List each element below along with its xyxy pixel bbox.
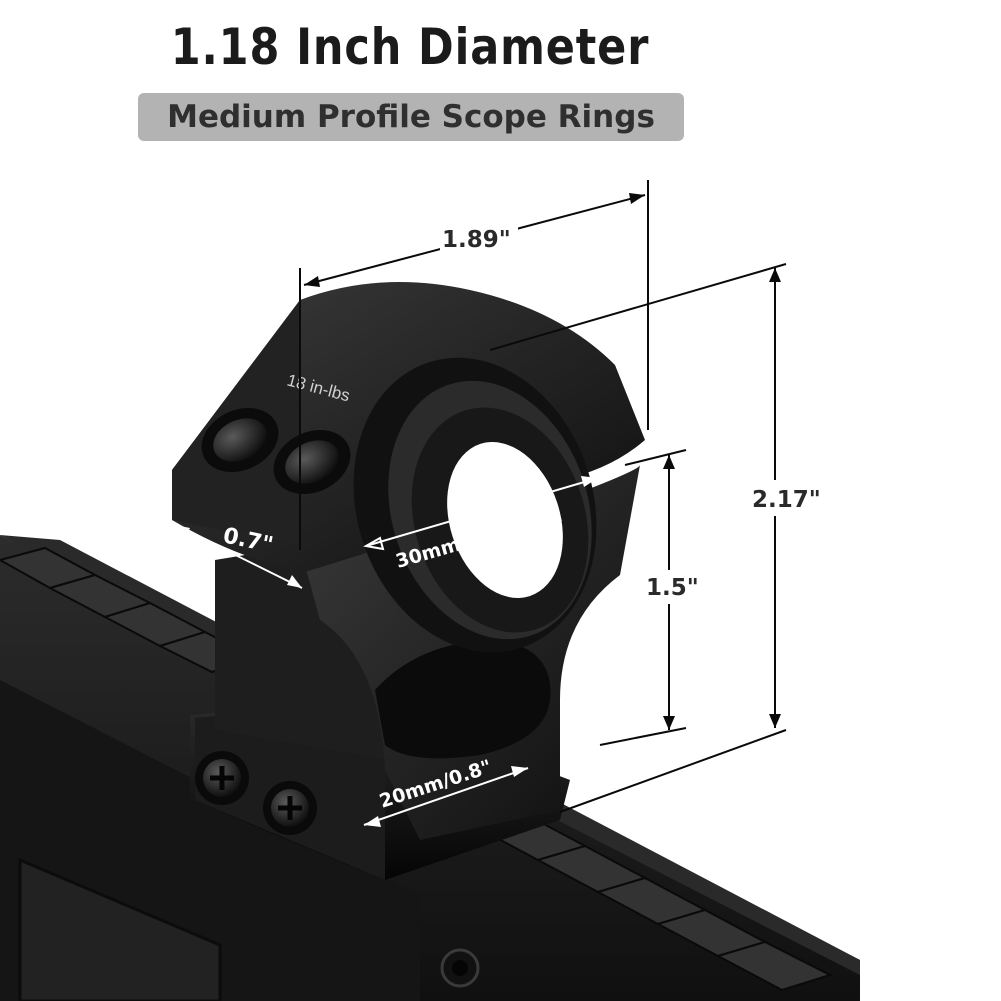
scope-ring [172, 282, 645, 880]
arrow-heads-light [175, 476, 598, 827]
dimension-lines-light [174, 477, 599, 826]
base-screw [195, 751, 249, 805]
subtitle-badge: Medium Profile Scope Rings [138, 93, 684, 141]
page-title: 1.18 Inch Diameter [170, 18, 650, 76]
dim-total-height-label: 2.17" [752, 487, 821, 513]
base-screw [263, 781, 317, 835]
arrow-heads [304, 193, 781, 730]
cap-screw [273, 429, 351, 495]
dim-base-height-label: 1.5" [646, 575, 699, 601]
cap-screw [201, 407, 279, 473]
dim-width-label: 1.89" [442, 227, 511, 253]
